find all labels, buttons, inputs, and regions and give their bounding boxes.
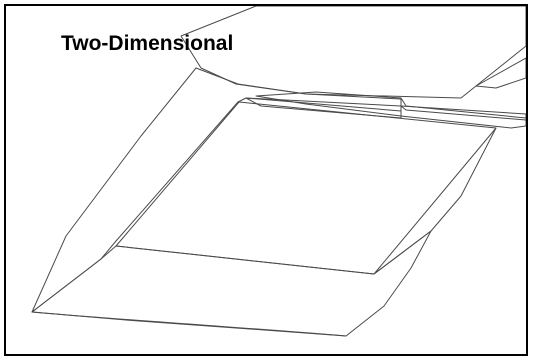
figure-frame: Two-Dimensional xyxy=(4,4,528,356)
diagram-title: Two-Dimensional xyxy=(61,32,234,55)
slot-strip-grey xyxy=(400,105,526,121)
wing-diagram xyxy=(31,6,526,337)
slot-strip-cyan xyxy=(255,91,526,129)
underside-curve xyxy=(31,311,347,337)
upper-wing-panel xyxy=(180,6,526,99)
flap-panel xyxy=(115,101,497,275)
slot-strip-yellow xyxy=(245,97,402,119)
right-tip-panel xyxy=(475,57,526,89)
trailing-edge-line xyxy=(373,127,497,275)
side-wall-panel xyxy=(31,67,402,313)
lower-wing-panel xyxy=(31,230,432,337)
